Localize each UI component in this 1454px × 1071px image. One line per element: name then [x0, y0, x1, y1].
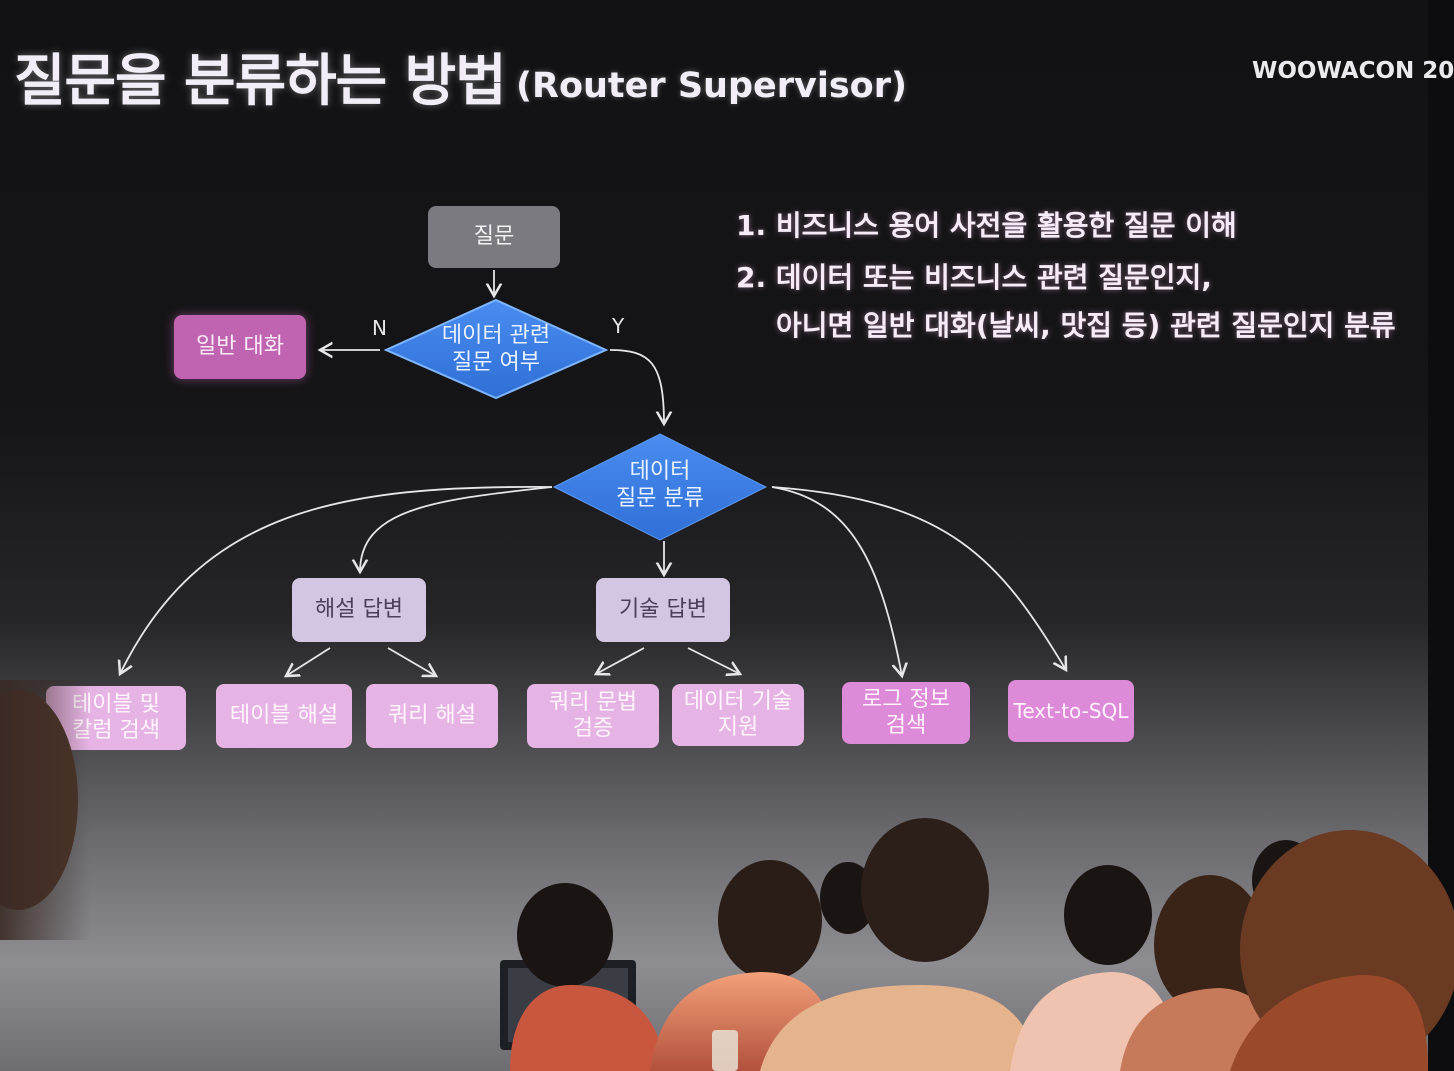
- edge-explain-to-table: [286, 647, 331, 676]
- bullet-1: 1. 비즈니스 용어 사전을 활용한 질문 이해: [736, 209, 1237, 242]
- query-explain-box: 쿼리 해설: [366, 684, 498, 748]
- brand-logo: WOOWACON 20: [1252, 58, 1454, 84]
- general-chat-box: 일반 대화: [174, 315, 306, 379]
- decision2-label: 데이터 질문 분류: [616, 459, 704, 511]
- label-no: N: [372, 316, 387, 340]
- edge-tech-to-support: [687, 647, 740, 674]
- edge-to-table-column-search: [120, 485, 553, 674]
- table-explain-box: 테이블 해설: [216, 684, 352, 748]
- explain-answer-box: 해설 답변: [292, 578, 426, 642]
- edge-to-text-to-sql: [771, 486, 1066, 670]
- text-to-sql-box: Text-to-SQL: [1008, 680, 1134, 742]
- label-yes: Y: [612, 314, 625, 338]
- log-info-search-box: 로그 정보 검색: [842, 682, 970, 744]
- edge-explain-to-query: [387, 647, 436, 676]
- decision2-diamond: [552, 433, 768, 541]
- edge-to-explain-answer: [360, 486, 553, 572]
- edge-yes-to-decision2: [609, 349, 664, 424]
- query-syntax-check-box: 쿼리 문법 검증: [527, 684, 659, 748]
- bullet-2-continued: 아니면 일반 대화(날씨, 맛집 등) 관련 질문인지 분류: [776, 309, 1396, 342]
- decision1-label: 데이터 관련 질문 여부: [441, 323, 551, 375]
- edge-tech-to-syntax: [596, 647, 645, 674]
- decision1-diamond: [383, 298, 609, 400]
- data-tech-support-box: 데이터 기술 지원: [672, 684, 804, 746]
- edge-to-log-info: [771, 486, 902, 676]
- start-question-box: 질문: [428, 206, 560, 268]
- bullet-2: 2. 데이터 또는 비즈니스 관련 질문인지,: [736, 261, 1212, 294]
- slide-title: 질문을 분류하는 방법: [14, 49, 507, 114]
- slide-subtitle: (Router Supervisor): [516, 66, 907, 106]
- tech-answer-box: 기술 답변: [596, 578, 730, 642]
